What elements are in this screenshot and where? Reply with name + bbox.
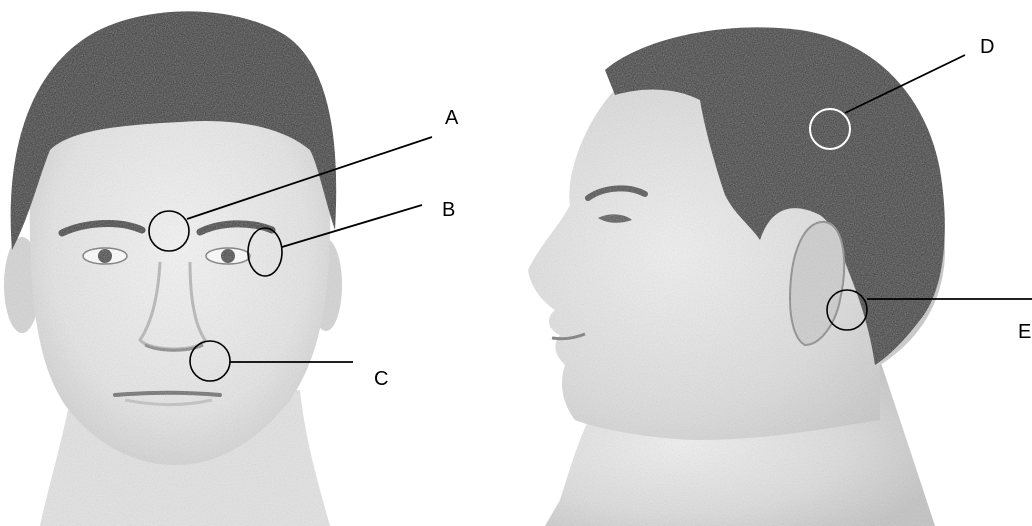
label-c: C [374, 368, 388, 390]
label-d: D [980, 36, 994, 58]
front-right-iris [221, 249, 235, 263]
front-left-iris [98, 249, 112, 263]
front-mouth [115, 393, 220, 395]
front-head [4, 11, 342, 526]
label-e: E [1018, 321, 1031, 343]
label-a: A [445, 107, 459, 129]
label-b: B [442, 199, 455, 221]
profile-head [528, 27, 945, 526]
